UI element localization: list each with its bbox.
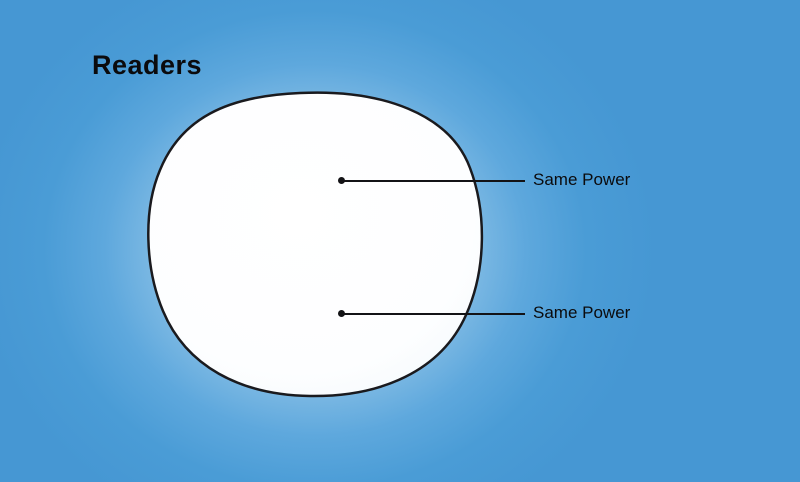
lens-shape [147, 91, 484, 398]
leader-line [341, 180, 525, 182]
annotation-label: Same Power [533, 170, 631, 189]
annotation-label: Same Power [533, 303, 631, 322]
diagram-title: Readers [92, 50, 203, 80]
leader-line [341, 313, 525, 315]
